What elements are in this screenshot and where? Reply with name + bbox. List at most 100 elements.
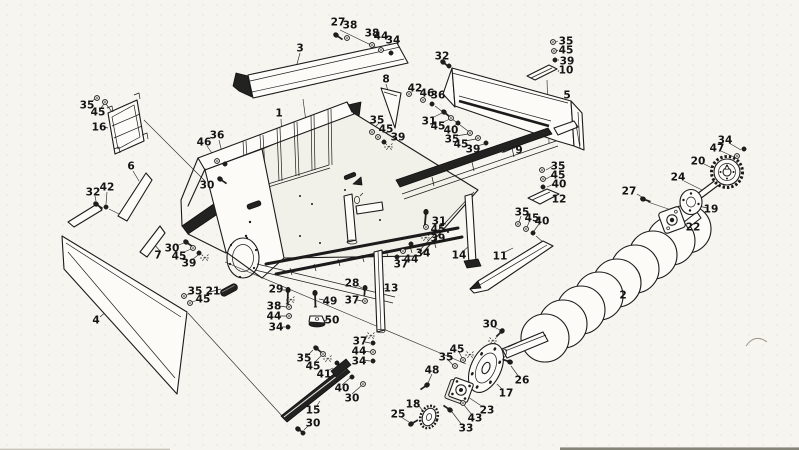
- part-label-4: 4: [92, 315, 99, 327]
- part-label-22: 22: [686, 222, 701, 234]
- part-label-33: 33: [459, 423, 474, 435]
- washer-icon: [369, 42, 375, 48]
- part-3-top-board: [232, 42, 409, 99]
- part-label-34: 34: [386, 35, 401, 47]
- part-label-2: 2: [619, 290, 626, 302]
- part-label-34: 34: [269, 322, 284, 334]
- washer-icon: [286, 313, 292, 319]
- part-label-45: 45: [431, 121, 446, 133]
- part-label-40: 40: [444, 125, 459, 137]
- nut-icon: [446, 63, 452, 69]
- part-label-42: 42: [100, 182, 115, 194]
- washer-icon: [448, 115, 454, 121]
- part-label-35: 35: [188, 286, 203, 298]
- part-14-post: [463, 193, 482, 269]
- part-label-7: 7: [154, 250, 161, 262]
- washer-icon: [551, 48, 557, 54]
- part-label-21: 21: [206, 286, 221, 298]
- washer-icon: [378, 47, 384, 53]
- part-label-45: 45: [559, 45, 574, 57]
- part-label-12: 12: [552, 194, 567, 206]
- part-20-sprocket: [710, 155, 744, 189]
- part-label-47: 47: [710, 143, 725, 155]
- part-label-23: 23: [480, 405, 495, 417]
- part-label-37: 37: [353, 336, 368, 348]
- part-label-1: 1: [275, 108, 282, 120]
- part-label-11: 11: [493, 251, 508, 263]
- part-label-45: 45: [450, 344, 465, 356]
- part-label-39: 39: [431, 233, 446, 245]
- part-label-34: 34: [416, 248, 431, 260]
- part-label-35: 35: [439, 352, 454, 364]
- part-label-41: 41: [317, 369, 332, 381]
- nut-icon: [429, 101, 435, 107]
- star-icon: [199, 254, 211, 262]
- part-label-14: 14: [452, 250, 467, 262]
- part-label-31: 31: [432, 216, 447, 228]
- washer-icon: [214, 158, 220, 164]
- washer-icon: [190, 245, 196, 251]
- star-icon: [365, 332, 377, 340]
- part-label-45: 45: [196, 294, 211, 306]
- nut-icon: [300, 430, 306, 436]
- nut-icon: [370, 358, 376, 364]
- part-label-39: 39: [391, 132, 406, 144]
- part-label-45: 45: [306, 361, 321, 373]
- part-5-side-board: [442, 67, 585, 151]
- nut-icon: [540, 184, 546, 190]
- washer-icon: [362, 298, 368, 304]
- part-label-30: 30: [200, 180, 215, 192]
- part-21-roller-pin: [220, 283, 238, 297]
- part-label-35: 35: [445, 134, 460, 146]
- part-22-bearing-housing: [658, 206, 686, 234]
- scan-artifacts: [0, 337, 799, 450]
- part-11-blade: [469, 240, 554, 294]
- part-label-34: 34: [718, 135, 733, 147]
- part-label-10: 10: [559, 65, 574, 77]
- washer-icon: [286, 304, 292, 310]
- part-label-27: 27: [622, 186, 637, 198]
- part-label-46: 46: [197, 137, 212, 149]
- part-label-20: 20: [691, 156, 706, 168]
- part-label-48: 48: [425, 365, 440, 377]
- washer-icon: [370, 349, 376, 355]
- part-2-auger: [501, 204, 712, 363]
- part-17-disc: [467, 343, 505, 393]
- part-label-30: 30: [165, 243, 180, 255]
- part-41-sleeve: [330, 358, 352, 378]
- nut-icon: [370, 340, 376, 346]
- star-icon: [322, 355, 334, 363]
- part-label-44: 44: [374, 31, 389, 43]
- part-label-34: 34: [352, 356, 367, 368]
- part-label-35: 35: [551, 161, 566, 173]
- nut-icon: [103, 204, 109, 210]
- part-label-45: 45: [431, 224, 446, 236]
- part-label-3: 3: [296, 43, 303, 55]
- washer-icon: [460, 357, 466, 363]
- bolt-icon: [406, 417, 420, 429]
- nut-icon: [222, 161, 228, 167]
- part-label-15: 15: [306, 405, 321, 417]
- part-label-39: 39: [182, 258, 197, 270]
- part-label-30: 30: [483, 319, 498, 331]
- part-label-25: 25: [391, 409, 406, 421]
- washer-icon: [187, 300, 193, 306]
- part-label-18: 18: [406, 399, 421, 411]
- part-6-corner-panel: [117, 172, 153, 222]
- nut-icon: [388, 50, 394, 56]
- part-label-13: 13: [384, 283, 399, 295]
- part-label-45: 45: [525, 213, 540, 225]
- boltL-icon: [311, 289, 319, 308]
- part-10-plate: [526, 64, 558, 81]
- bolt-icon: [361, 284, 369, 298]
- part-label-6: 6: [127, 161, 134, 173]
- part-label-35: 35: [370, 115, 385, 127]
- part-50-foot: [308, 315, 326, 328]
- part-label-19: 19: [704, 204, 719, 216]
- part-label-35: 35: [559, 36, 574, 48]
- part-label-39: 39: [466, 144, 481, 156]
- part-label-35: 35: [80, 100, 95, 112]
- part-label-45: 45: [551, 170, 566, 182]
- part-13-bar: [373, 249, 386, 334]
